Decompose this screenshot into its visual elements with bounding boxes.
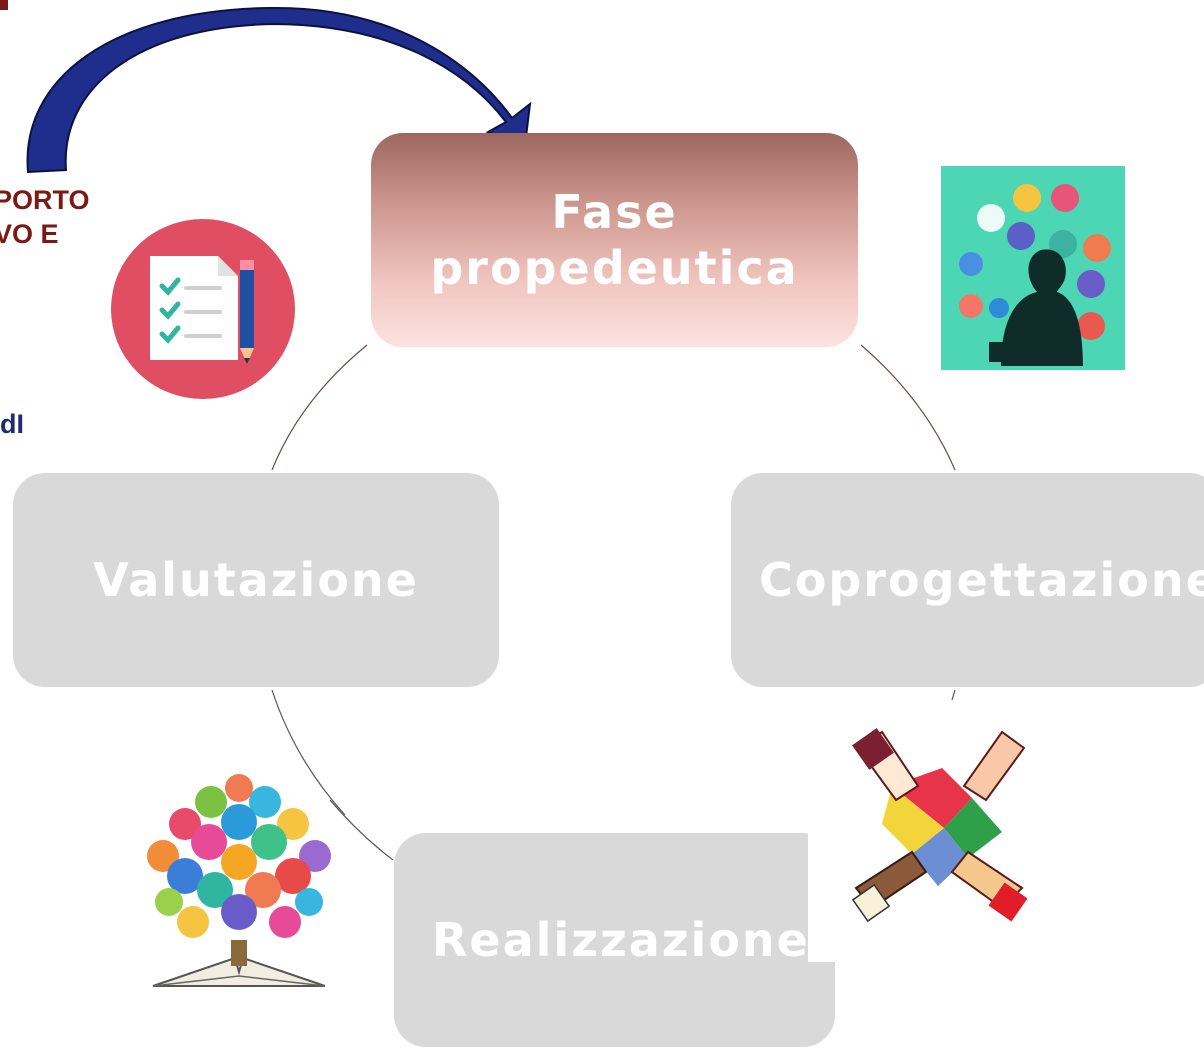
phase-fase-propedeutica: Fase propedeutica (371, 133, 858, 347)
student-science-icon (941, 166, 1125, 370)
curved-arrow-icon (26, 6, 532, 174)
realizzazione-notch (808, 832, 838, 962)
left-text-line-1: PORTO (0, 185, 90, 215)
left-text-line-2: VO E (0, 219, 59, 249)
phase-valutazione-label: Valutazione (93, 553, 419, 607)
phase-realizzazione-label: Realizzazione (432, 913, 810, 967)
knowledge-book-tree-icon (147, 774, 331, 987)
phase-coprogettazione: Coprogettazione (731, 473, 1204, 687)
left-text-line-3: dI (0, 409, 24, 439)
phase-realizzazione: Realizzazione (394, 833, 835, 1047)
phase-fase-propedeutica-label: Fase propedeutica (430, 185, 799, 295)
puzzle-hands-icon (852, 728, 1028, 922)
phase-valutazione: Valutazione (13, 473, 499, 687)
checklist-icon (111, 219, 295, 399)
phase-coprogettazione-label: Coprogettazione (759, 553, 1204, 607)
red-fragment (0, 0, 8, 10)
